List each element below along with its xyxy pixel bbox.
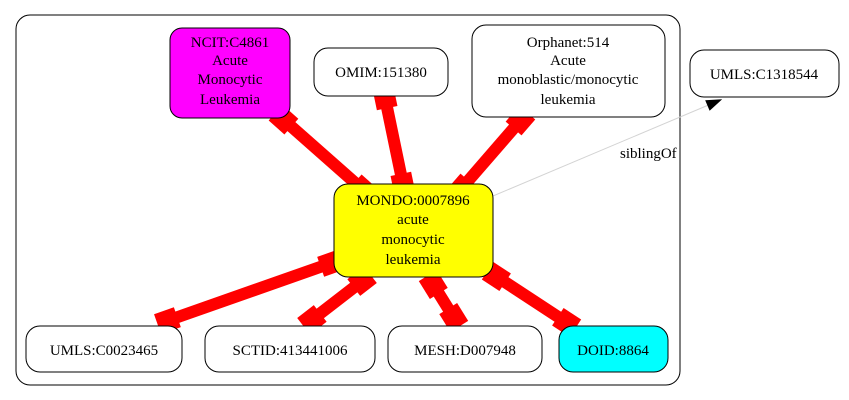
node-umls-c0023465-shape [25, 325, 183, 373]
node-mondo-line-2: acute [397, 212, 429, 228]
node-mesh-line-1: MESH:D007948 [414, 343, 516, 359]
node-mondo-line-4: leukemia [386, 252, 441, 268]
node-sctid-shape [204, 325, 376, 373]
edge-shaft [156, 254, 342, 330]
node-umls-c1318544-line-1: UMLS:C1318544 [710, 67, 819, 83]
node-orphanet-line-1: Orphanet:514 [527, 35, 610, 51]
node-sctid: SCTID:413441006 [204, 325, 376, 373]
node-mondo: MONDO:0007896 acute monocytic leukemia [333, 183, 494, 278]
node-umls-c1318544: UMLS:C1318544 [689, 49, 840, 98]
edge-label-sibling-of: siblingOf [620, 146, 677, 162]
edge-mondo-omim [372, 85, 416, 197]
node-umls-c0023465-line-1: UMLS:C0023465 [50, 343, 158, 359]
node-ncit-line-3: Monocytic [198, 72, 263, 88]
node-mondo-line-3: monocytic [381, 232, 445, 248]
node-ncit-shape [169, 27, 291, 119]
node-omim-line-1: OMIM:151380 [335, 65, 427, 81]
edge-shaft [272, 108, 374, 201]
node-orphanet-line-2: Acute [550, 53, 586, 69]
edge-end-marker [439, 303, 469, 332]
edge-shaft [492, 100, 719, 197]
node-omim: OMIM:151380 [313, 47, 449, 97]
node-orphanet-line-4: leukemia [541, 92, 596, 108]
node-doid-shape [558, 325, 669, 373]
node-ncit-line-2: Acute [212, 53, 248, 69]
node-orphanet-shape [471, 24, 666, 118]
cluster-box [15, 14, 681, 386]
edge-mondo-mesh [418, 270, 469, 332]
node-ncit-line-4: Leukemia [200, 92, 260, 108]
node-ncit-line-1: NCIT:C4861 [191, 35, 269, 51]
node-umls-c0023465: UMLS:C0023465 [25, 325, 183, 373]
node-mondo-line-1: MONDO:0007896 [356, 193, 470, 209]
node-orphanet: Orphanet:514 Acute monoblastic/monocytic… [471, 24, 666, 118]
node-doid: DOID:8864 [558, 325, 669, 373]
node-mondo-shape [333, 183, 494, 278]
node-mesh-shape [387, 325, 543, 373]
edge-sibling-of [492, 99, 723, 197]
node-doid-line-1: DOID:8864 [577, 343, 649, 359]
node-ncit: NCIT:C4861 Acute Monocytic Leukemia [169, 27, 291, 119]
node-orphanet-line-3: monoblastic/monocytic [498, 72, 639, 88]
node-omim-shape [313, 47, 449, 97]
node-mesh: MESH:D007948 [387, 325, 543, 373]
node-umls-c1318544-shape [689, 49, 840, 98]
arrowhead-icon [705, 99, 723, 111]
node-sctid-line-1: SCTID:413441006 [232, 343, 348, 359]
